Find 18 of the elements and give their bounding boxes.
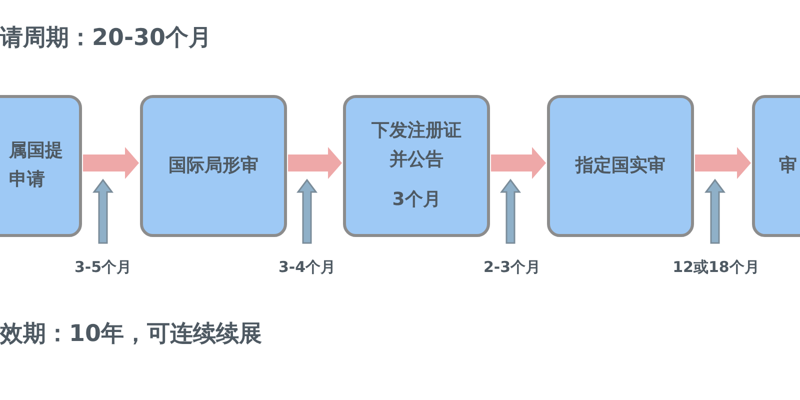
- process-box: [547, 95, 694, 237]
- duration-label: 3-5个月: [74, 258, 132, 277]
- duration-label: 2-3个月: [483, 258, 541, 277]
- arrow: [695, 147, 751, 244]
- process-box: [140, 95, 287, 237]
- process-box: [343, 95, 490, 237]
- arrow: [83, 147, 139, 244]
- heading: 请周期：20-30个月: [0, 24, 212, 53]
- box-text: 下发注册证并公告: [370, 118, 462, 172]
- arrow: [288, 147, 342, 244]
- box-text: 3个月: [392, 188, 441, 212]
- duration-label: 12或18个月: [672, 258, 760, 277]
- box-text: 指定国实审: [576, 154, 666, 178]
- box-text: 审: [779, 154, 797, 178]
- box-text: 属国提申请: [9, 139, 64, 192]
- box-text: 国际局形审: [168, 154, 258, 178]
- duration-label: 3-4个月: [278, 258, 336, 277]
- arrow: [491, 147, 546, 244]
